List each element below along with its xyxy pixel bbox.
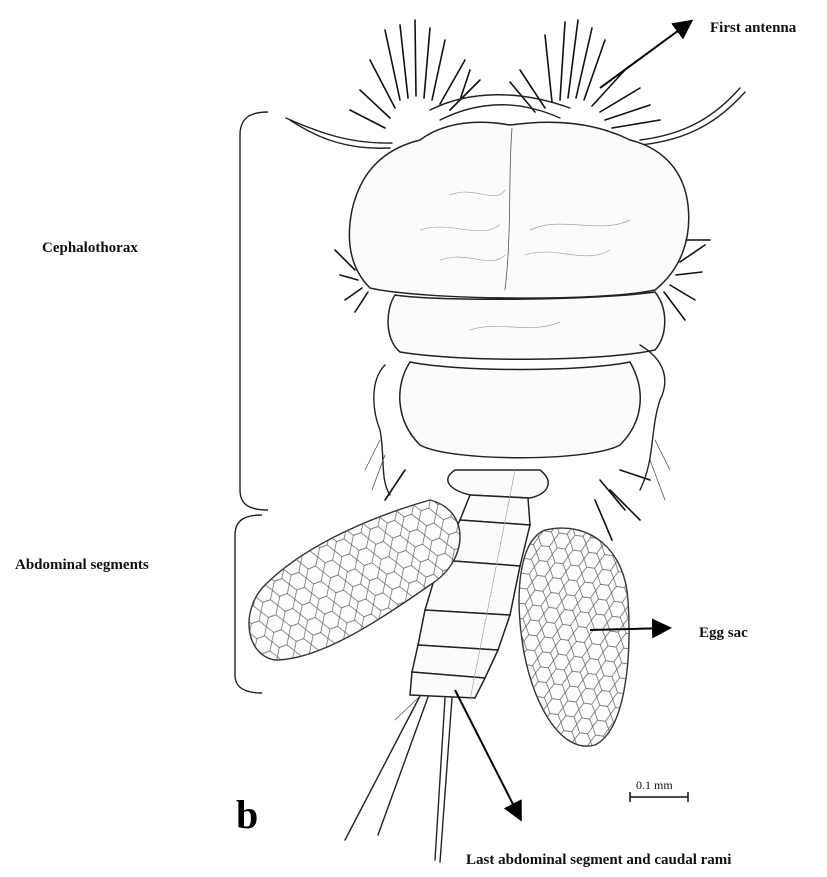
scale-bar	[630, 792, 688, 802]
label-first-antenna: First antenna	[710, 20, 797, 36]
last-segment-arrow	[455, 690, 520, 818]
first-antenna-arrow	[600, 22, 690, 88]
panel-letter: b	[236, 792, 258, 837]
label-cephalothorax: Cephalothorax	[42, 240, 138, 256]
label-abdominal-segments: Abdominal segments	[15, 557, 149, 573]
label-egg-sac: Egg sac	[699, 625, 748, 641]
bracket-cephalothorax	[240, 112, 268, 510]
label-last-abdominal-segment: Last abdominal segment and caudal rami	[466, 852, 731, 868]
scale-bar-label: 0.1 mm	[636, 778, 673, 792]
